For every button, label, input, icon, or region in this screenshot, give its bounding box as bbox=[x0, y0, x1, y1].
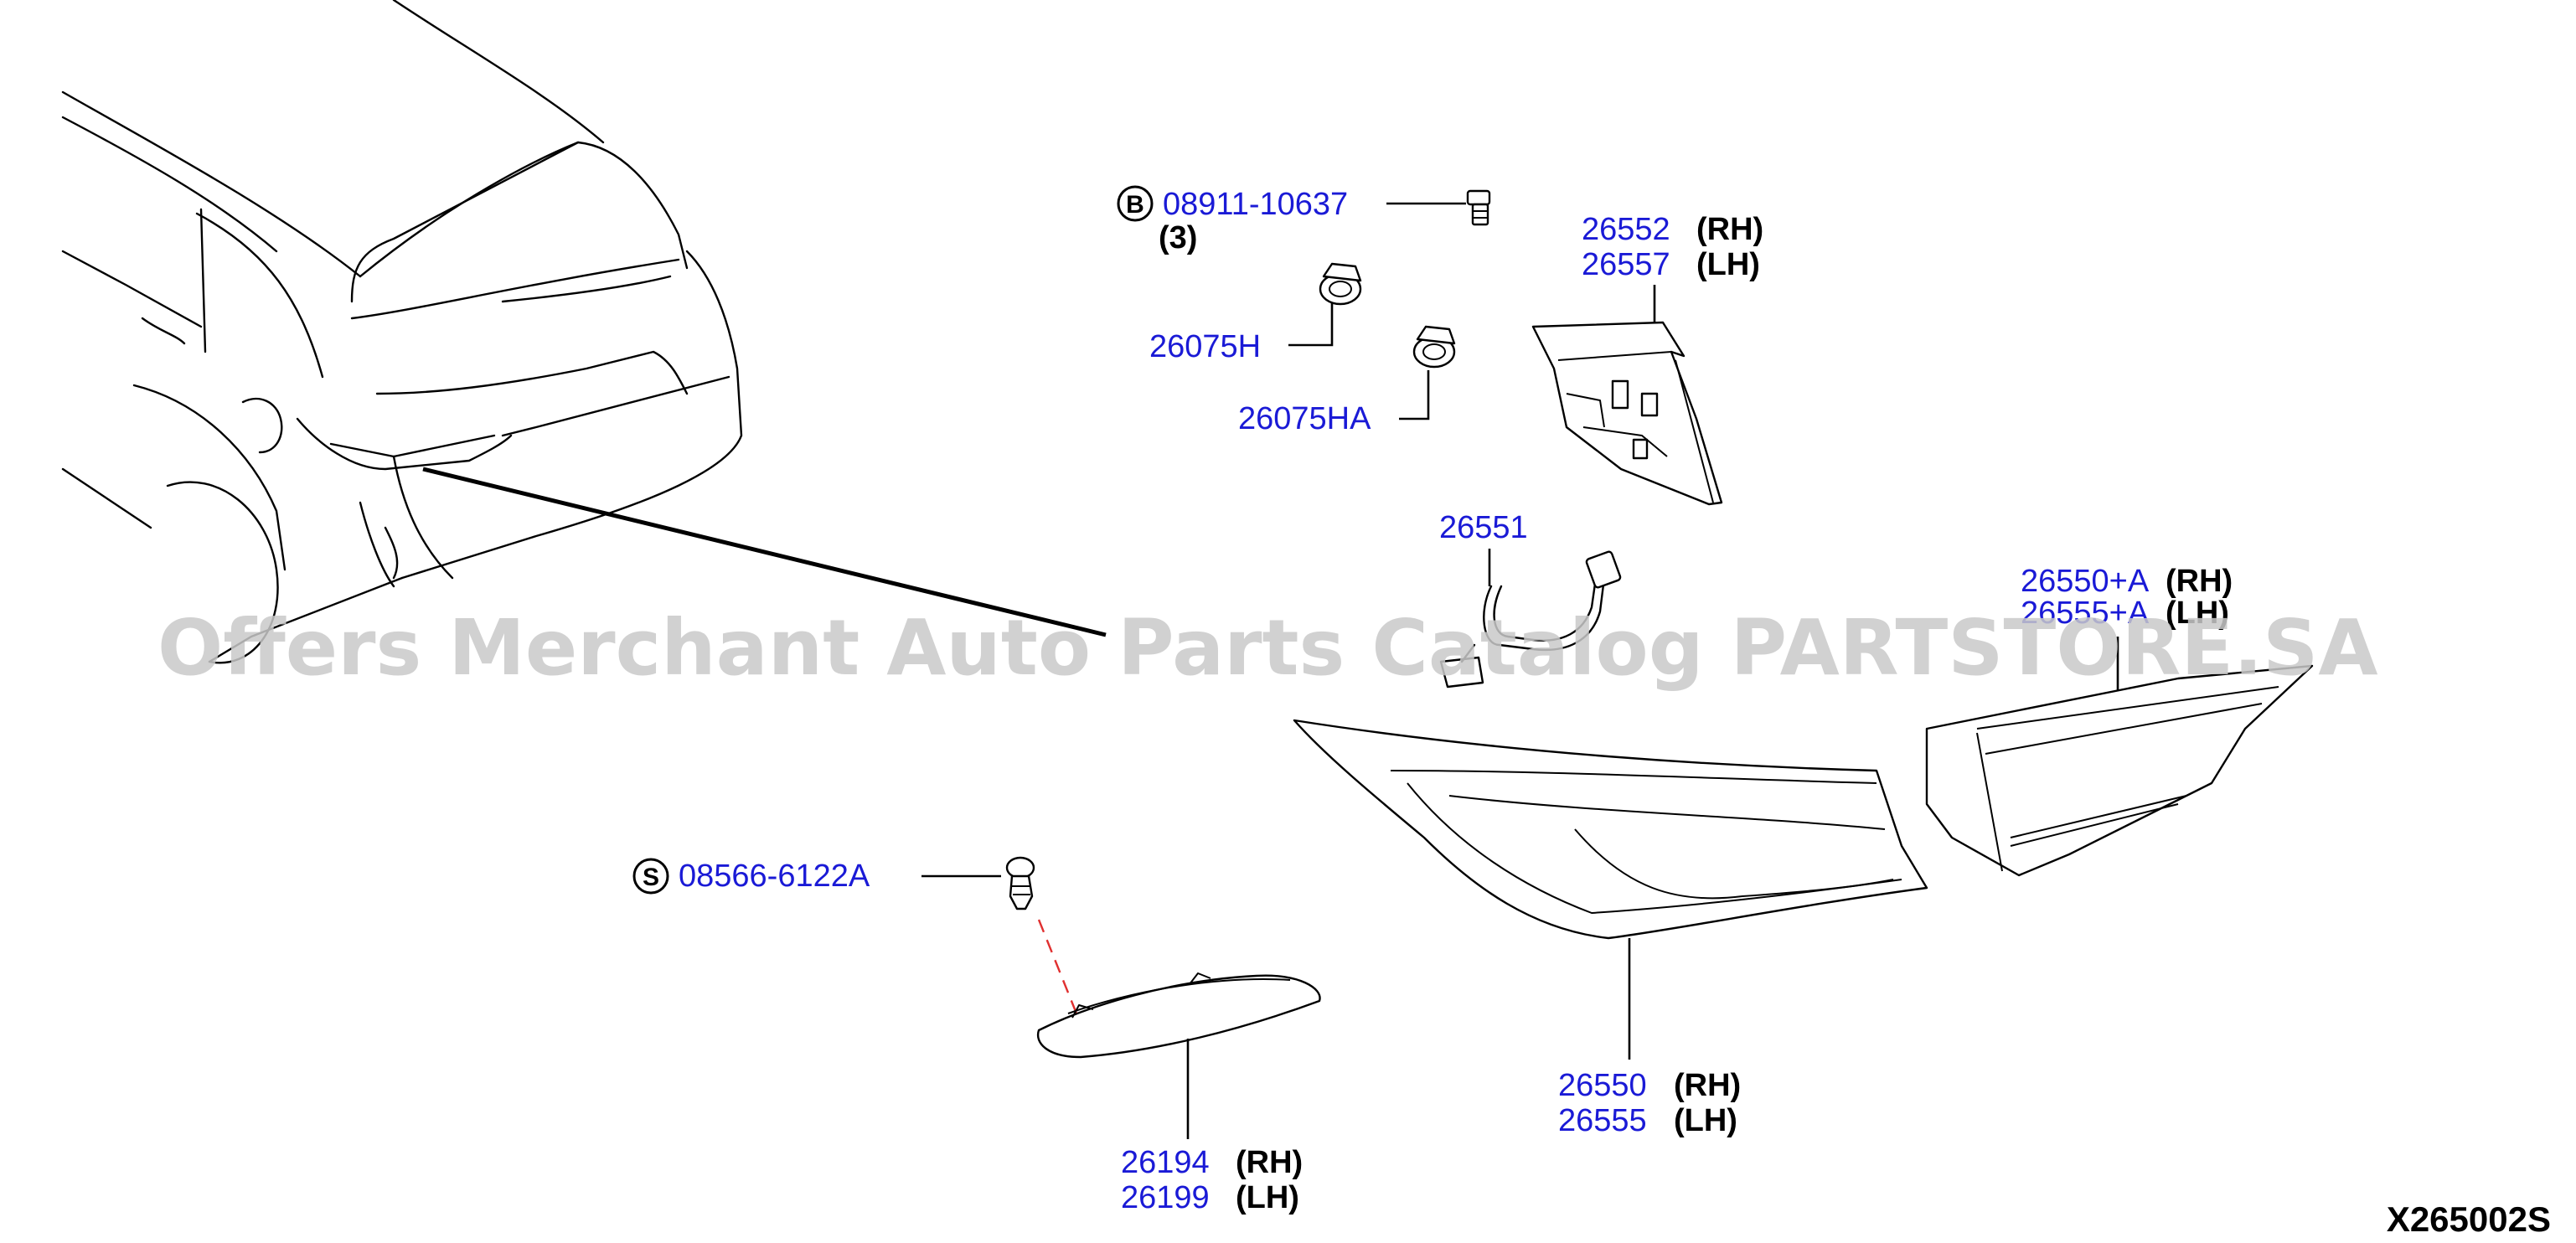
screw-part-number: 08566-6122A bbox=[679, 859, 870, 894]
reflector-rh-part-number: 26194 bbox=[1121, 1145, 1210, 1180]
screw-badge-circle bbox=[632, 858, 669, 895]
clip-ha-callout: 26075HA bbox=[1238, 370, 1430, 436]
bolt-part-number: 08911-10637 bbox=[1163, 187, 1348, 222]
reflector-lh-side: (LH) bbox=[1236, 1180, 1299, 1215]
screw-install-line bbox=[1037, 919, 1078, 1014]
watermark-text: Offers Merchant Auto Parts Catalog PARTS… bbox=[157, 603, 2378, 693]
clip-ha-part-number: 26075HA bbox=[1238, 401, 1371, 436]
clip-h-part-number: 26075H bbox=[1149, 329, 1261, 364]
bracket-drawing bbox=[1531, 321, 1723, 506]
outer-lamp-lh-part-number: 26555 bbox=[1558, 1103, 1647, 1138]
inner-lamp-drawing bbox=[1925, 664, 2314, 877]
inner-lamp-rh-part-number: 26550+A bbox=[2021, 564, 2150, 599]
inner-lamp-lh-side: (LH) bbox=[2166, 596, 2229, 631]
clip-h-icon bbox=[1319, 262, 1362, 306]
clip-h-leader bbox=[1288, 303, 1334, 347]
reflector-drawing bbox=[1036, 972, 1321, 1059]
outer-lamp-callout: 26550 (RH) 26555 (LH) bbox=[1558, 938, 1741, 1138]
vehicle-rear-illustration bbox=[61, 0, 743, 664]
outer-lamp-rh-side: (RH) bbox=[1674, 1068, 1741, 1103]
reflector-rh-side: (RH) bbox=[1236, 1145, 1303, 1180]
outer-lamp-lh-side: (LH) bbox=[1674, 1103, 1737, 1138]
screw-icon bbox=[1005, 856, 1035, 910]
bracket-lh-part-number: 26557 bbox=[1582, 247, 1670, 282]
clip-h-callout: 26075H bbox=[1149, 303, 1334, 364]
bolt-callout: B 08911-10637 (3) bbox=[1117, 185, 1466, 255]
outer-lamp-rh-part-number: 26550 bbox=[1558, 1068, 1647, 1103]
bolt-quantity: (3) bbox=[1159, 220, 1197, 255]
bracket-callout: 26552 (RH) 26557 (LH) bbox=[1582, 212, 1763, 327]
diagram-reference-code: X265002S bbox=[2387, 1199, 2551, 1239]
bolt-badge-letter: B bbox=[1126, 191, 1144, 219]
bracket-lh-side: (LH) bbox=[1696, 247, 1760, 282]
harness-drawing bbox=[1439, 550, 1622, 689]
harness-part-number: 26551 bbox=[1439, 510, 1528, 545]
inner-lamp-callout: 26550+A (RH) 26555+A (LH) bbox=[2021, 564, 2233, 708]
clip-ha-icon bbox=[1412, 325, 1456, 369]
screw-badge-letter: S bbox=[643, 864, 659, 891]
inner-lamp-rh-side: (RH) bbox=[2166, 564, 2233, 599]
bolt-icon bbox=[1466, 189, 1491, 226]
bracket-rh-side: (RH) bbox=[1696, 212, 1763, 247]
outer-lamp-drawing bbox=[1293, 719, 1928, 940]
bolt-badge-circle bbox=[1117, 185, 1154, 222]
reflector-callout: 26194 (RH) 26199 (LH) bbox=[1121, 1039, 1303, 1215]
harness-callout: 26551 bbox=[1439, 510, 1528, 586]
clip-ha-leader bbox=[1399, 370, 1430, 420]
screw-callout: S 08566-6122A bbox=[632, 858, 1001, 895]
reflector-lh-part-number: 26199 bbox=[1121, 1180, 1210, 1215]
bracket-rh-part-number: 26552 bbox=[1582, 212, 1670, 247]
pointer-line bbox=[422, 467, 1107, 637]
inner-lamp-lh-part-number: 26555+A bbox=[2021, 596, 2150, 631]
